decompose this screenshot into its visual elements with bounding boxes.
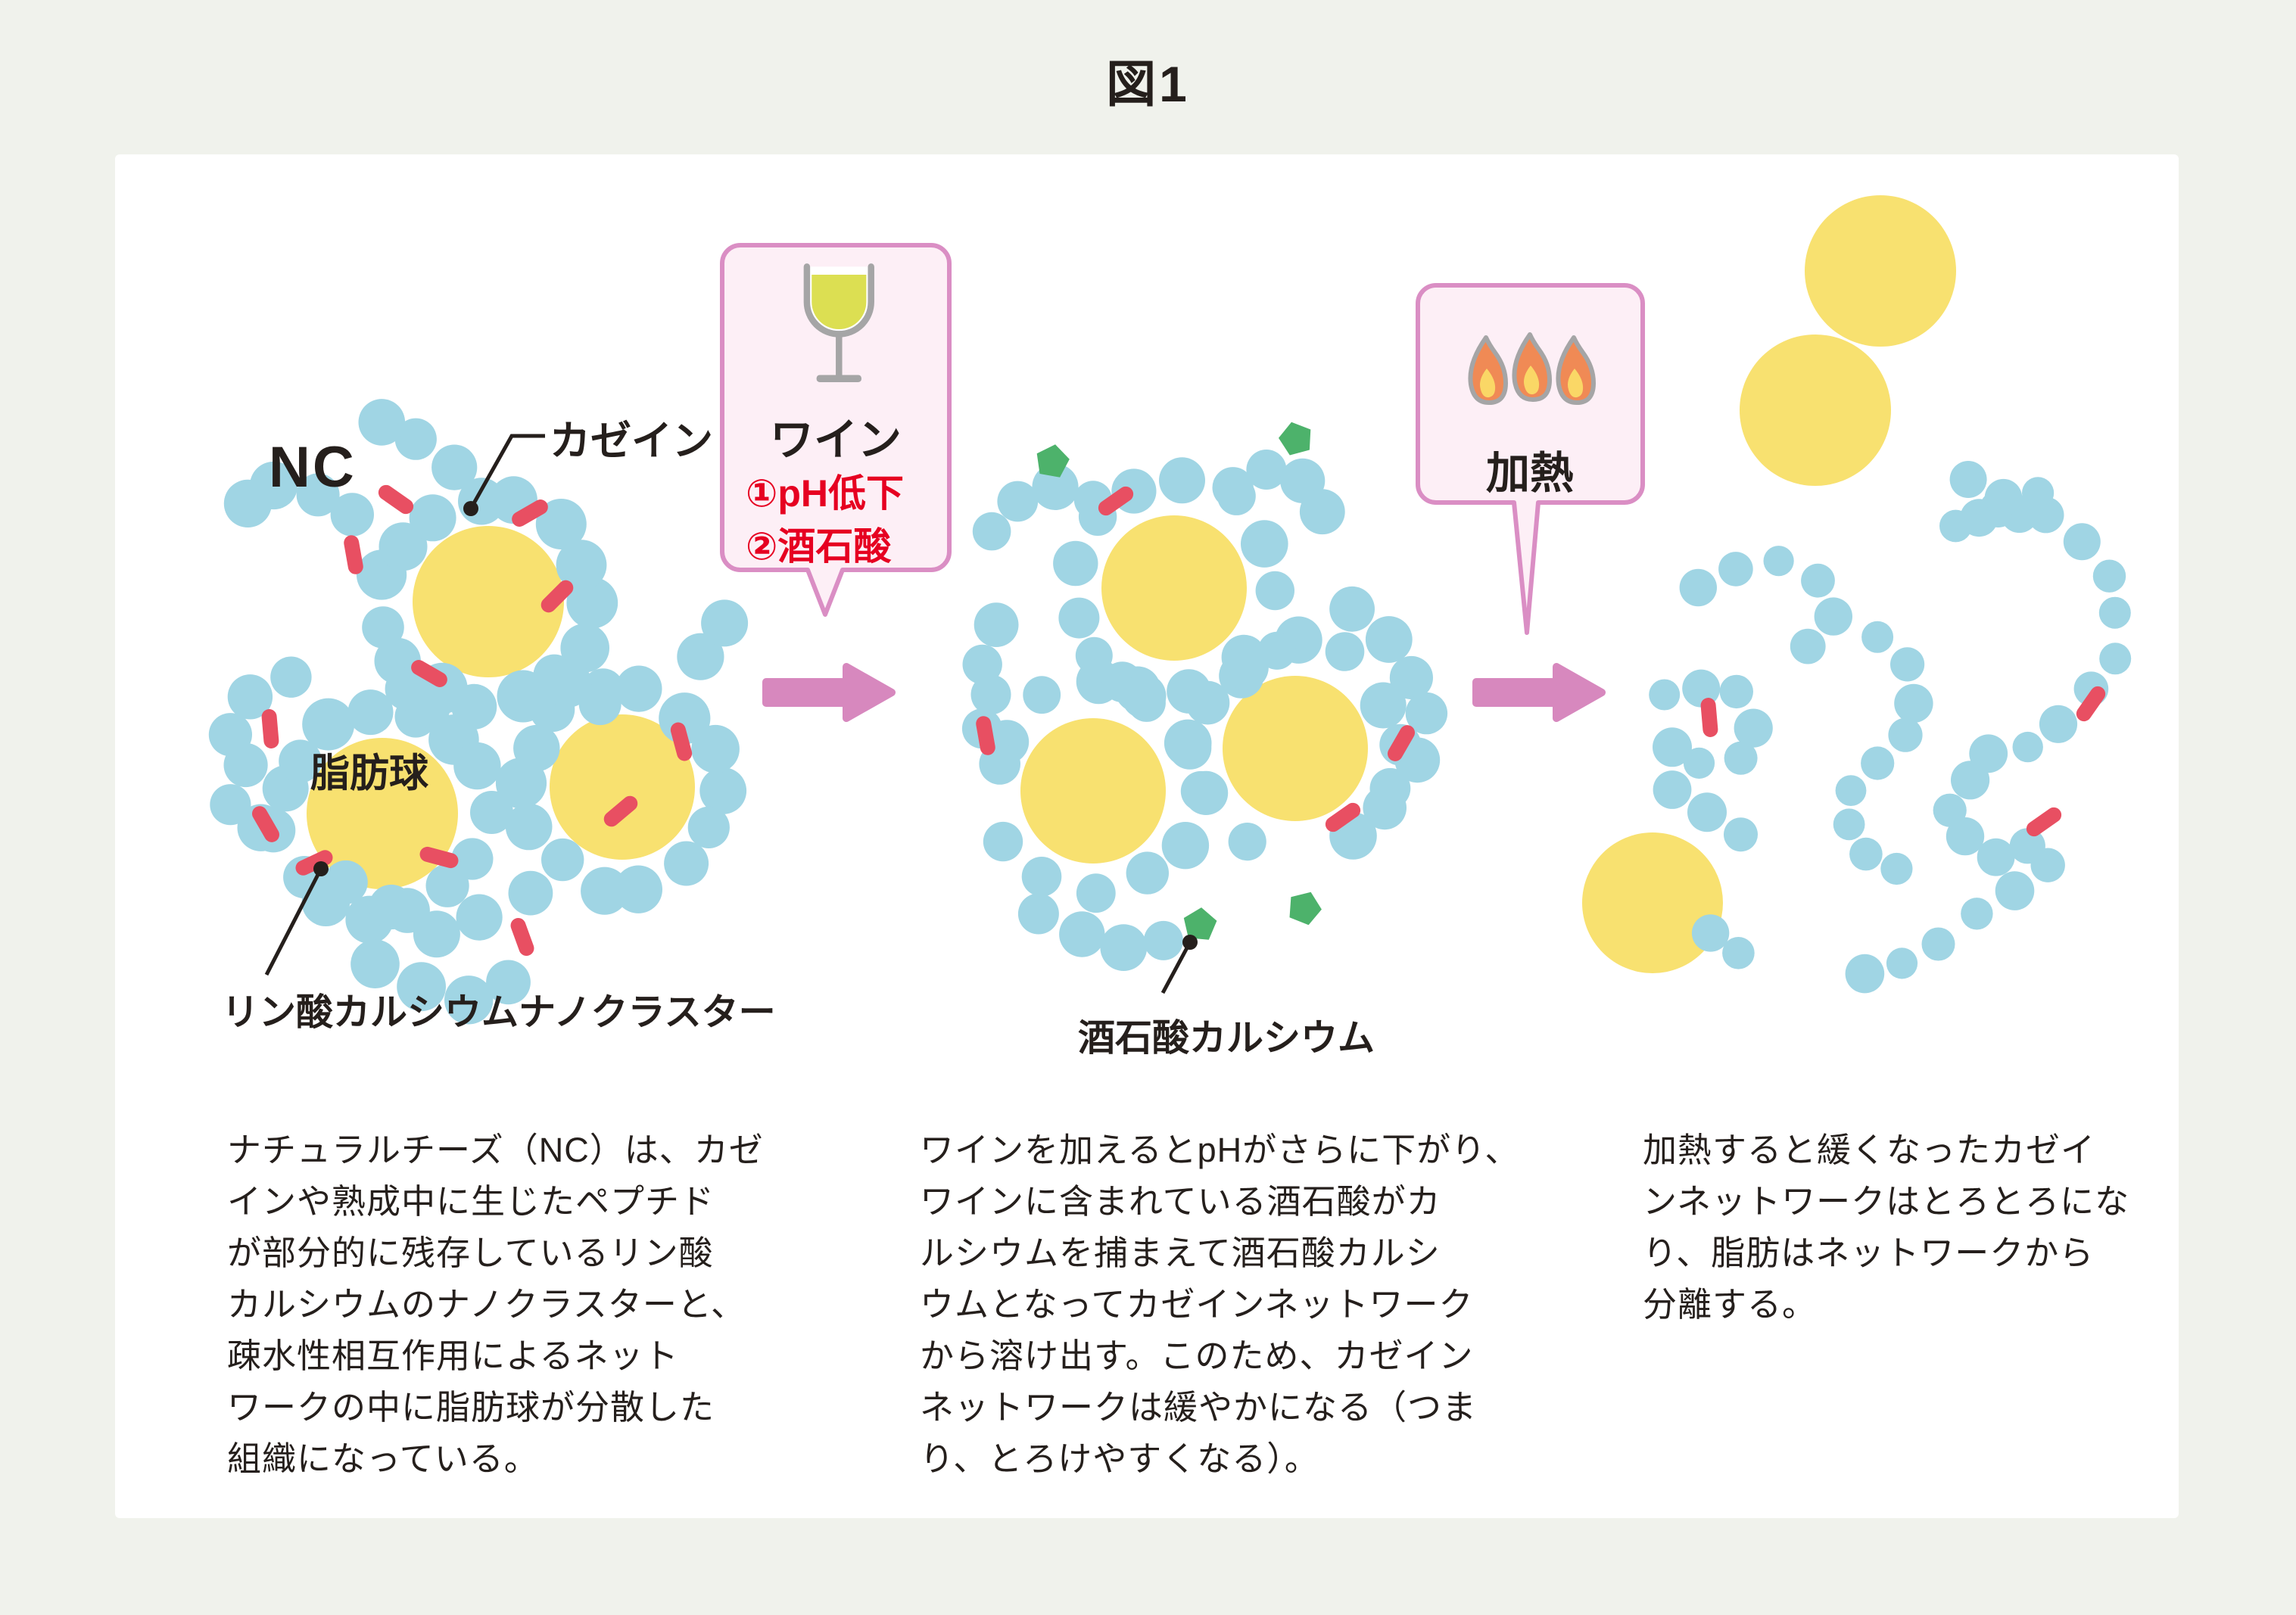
fat-globule-label: 脂肪球 (310, 751, 429, 796)
wine-glass-icon (803, 263, 874, 382)
process-arrow-1 (762, 663, 896, 722)
wine-effect-ph: ①pH低下 (746, 472, 904, 515)
wine-fat-globules (1020, 515, 1368, 864)
heated-fat-globules (1582, 195, 1956, 973)
casein-label: カゼイン (550, 419, 713, 464)
wine-casein-network (961, 450, 1448, 971)
wine-callout-title: ワイン (769, 415, 902, 465)
heated-nanoclusters (1700, 686, 2106, 837)
heat-callout-title: 加熱 (1485, 449, 1575, 498)
wine-nanoclusters (976, 486, 1415, 832)
label-leader-lines (264, 434, 1198, 994)
wine-effect-tartaric: ②酒石酸 (746, 525, 892, 568)
calcium-tartrate-label: 酒石酸カルシウム (1078, 1018, 1375, 1059)
caption-heat: 加熱すると緩くなったカゼイ ンネットワークはとろとろにな り、脂肪はネットワーク… (1643, 1131, 2130, 1324)
flame-icon (1468, 332, 1596, 405)
calcium-tartrate-particles (1036, 422, 1322, 940)
wine-callout-bubble (720, 243, 952, 617)
nc-casein-network (208, 399, 749, 1025)
nanocluster-label: リン酸カルシウムナノクラスター (222, 992, 776, 1033)
process-arrow-2 (1472, 663, 1606, 722)
caption-wine: ワインを加えるとpHがさらに下がり、 ワインに含まれている酒石酸がカ ルシウムを… (920, 1131, 1520, 1478)
nc-nanoclusters (251, 484, 693, 957)
nc-title-label: NC (269, 435, 357, 499)
nc-fat-globules (307, 526, 695, 889)
figure-title: 図1 (1106, 56, 1190, 112)
caption-nc: ナチュラルチーズ（NC）は、カゼ インや熟成中に生じたペプチド が部分的に残存し… (227, 1131, 764, 1478)
